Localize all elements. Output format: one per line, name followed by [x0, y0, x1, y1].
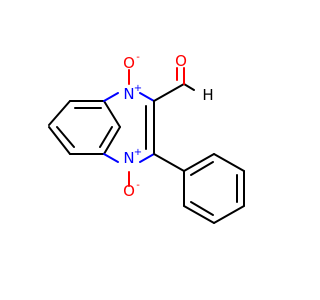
oxygen-atom-top: O: [123, 54, 135, 72]
aldehyde-oxygen-atom: O: [175, 52, 187, 70]
bond: [190, 201, 214, 216]
bond: [103, 126, 121, 155]
bond: [139, 92, 155, 102]
bond: [103, 153, 119, 163]
bond: [213, 205, 245, 224]
bond: [190, 161, 214, 176]
nitrogen-atom-1: N: [123, 85, 134, 103]
bond: [153, 83, 185, 102]
bond: [139, 153, 155, 163]
oxygen-charge-top: -: [136, 52, 140, 63]
aldehyde-hydrogen-atom: H: [202, 86, 213, 104]
nitrogen-charge-1: +: [134, 83, 142, 94]
molecule-canvas: N + N + O - O - O H: [48, 52, 245, 224]
bond: [183, 205, 215, 224]
bond: [103, 92, 119, 102]
bond: [183, 153, 215, 172]
bond: [213, 153, 245, 172]
bond: [99, 126, 113, 148]
nitrogen-charge-4: +: [134, 147, 142, 158]
bond: [48, 100, 71, 126]
oxygen-atom-bottom: O: [123, 182, 135, 200]
bond: [56, 126, 75, 148]
nitrogen-atom-4: N: [123, 149, 134, 167]
oxygen-charge-bottom: -: [136, 180, 140, 191]
bond: [103, 100, 121, 128]
bond: [48, 126, 71, 155]
bond: [183, 83, 195, 91]
bond: [153, 153, 185, 172]
structure-drawing: N + N + O - O - O H: [48, 52, 245, 224]
